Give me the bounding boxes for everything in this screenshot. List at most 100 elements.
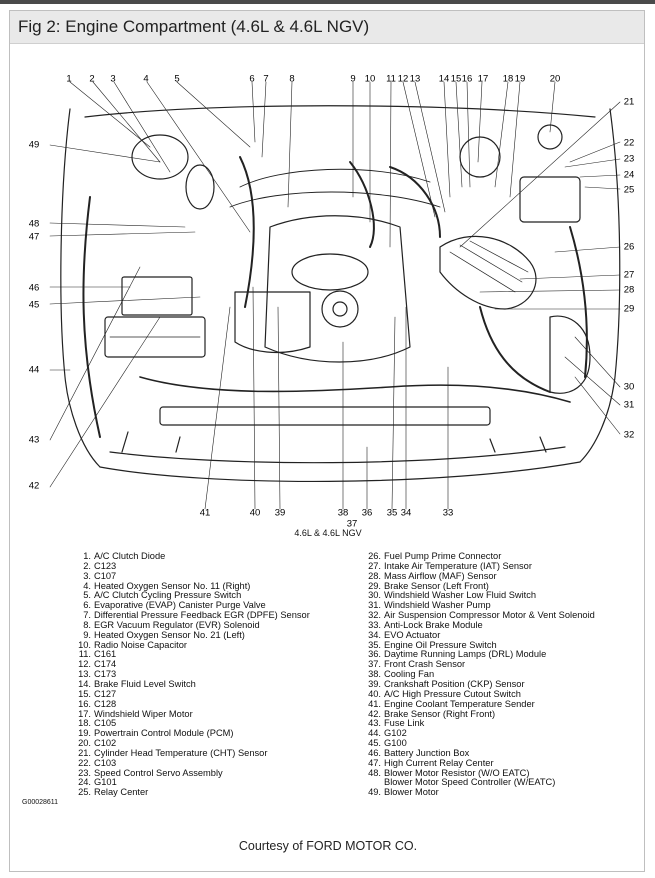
legend-item-number: 41. xyxy=(368,698,381,709)
legend-item: 49.Blower Motor xyxy=(362,787,595,798)
figure-code: G00028611 xyxy=(22,799,59,806)
legend-item: 12.C174 xyxy=(72,659,310,670)
legend-item-number: 47. xyxy=(368,757,381,768)
figure-title: Fig 2: Engine Compartment (4.6L & 4.6L N… xyxy=(18,17,370,36)
callout-22: 22 xyxy=(623,137,635,149)
legend-item-number: 1. xyxy=(83,551,91,561)
legend-item-text: C161 xyxy=(94,649,117,660)
legend-item: 5.A/C Clutch Cycling Pressure Switch xyxy=(72,590,310,601)
callout-41: 41 xyxy=(199,507,211,519)
legend-item-text: Heated Oxygen Sensor No. 11 (Right) xyxy=(94,580,251,591)
legend-item: 8.EGR Vacuum Regulator (EVR) Solenoid xyxy=(72,619,310,631)
legend-item-text: Brake Sensor (Right Front) xyxy=(384,708,496,719)
callout-45: 45 xyxy=(28,299,40,311)
legend-item-number: 30. xyxy=(368,590,381,601)
legend-item-number: 14. xyxy=(78,678,91,689)
legend-item: 42.Brake Sensor (Right Front) xyxy=(362,708,595,720)
callout-18: 18 xyxy=(502,73,514,85)
legend-item: 26.Fuel Pump Prime Connector xyxy=(362,551,595,562)
leader-lines xyxy=(49,81,621,510)
legend-item-text: Air Suspension Compressor Motor & Vent S… xyxy=(384,610,595,621)
legend-item-number: 7. xyxy=(83,610,91,621)
legend-item-text: C107 xyxy=(94,570,117,581)
legend-item-number: 37. xyxy=(368,659,381,670)
legend-item: 14.Brake Fluid Level Switch xyxy=(72,678,310,690)
callout-39: 39 xyxy=(274,507,286,519)
legend-item-number: 5. xyxy=(83,590,91,601)
legend-item-text: Relay Center xyxy=(94,787,149,798)
legend-item-text: Radio Noise Capacitor xyxy=(94,639,188,650)
legend-item-text: Mass Airflow (MAF) Sensor xyxy=(384,570,497,581)
legend-item: 25.Relay Center xyxy=(72,787,310,798)
callout-28: 28 xyxy=(623,284,635,296)
legend-item-number: 46. xyxy=(368,747,381,758)
legend-item-number: 31. xyxy=(368,600,381,611)
callout-15: 15 xyxy=(450,73,462,85)
legend-item-text: C102 xyxy=(94,738,117,749)
legend-item-number: 29. xyxy=(368,580,381,591)
battery-junction-box xyxy=(121,276,193,316)
legend-item: 19.Powertrain Control Module (PCM) xyxy=(72,728,310,739)
engine-drawing xyxy=(49,81,621,510)
legend-item: 48.Blower Motor Resistor (W/O EATC) xyxy=(362,767,595,779)
legend-item-text: Blower Motor xyxy=(384,787,439,798)
callout-23: 23 xyxy=(623,153,635,165)
legend-item-number: 11. xyxy=(78,649,91,660)
legend-item-number: 17. xyxy=(78,708,91,719)
callout-9: 9 xyxy=(350,73,356,85)
legend-item-number: 48. xyxy=(368,767,381,778)
legend-item: 32.Air Suspension Compressor Motor & Ven… xyxy=(362,610,595,621)
callout-37: 37 xyxy=(346,518,358,530)
legend-item-text: Crankshaft Position (CKP) Sensor xyxy=(384,678,525,689)
callout-30: 30 xyxy=(623,381,635,393)
callout-6: 6 xyxy=(249,73,255,85)
callout-38: 38 xyxy=(337,507,349,519)
legend-item-number: 3. xyxy=(83,570,91,581)
legend-item-text: C123 xyxy=(94,560,117,571)
figure-header: Fig 2: Engine Compartment (4.6L & 4.6L N… xyxy=(10,11,644,44)
engine-block xyxy=(264,215,411,363)
legend-item-number: 39. xyxy=(368,678,381,689)
legend-item: 31.Windshield Washer Pump xyxy=(362,600,595,611)
callout-20: 20 xyxy=(549,73,561,85)
callout-8: 8 xyxy=(289,73,295,85)
alternator-pulley xyxy=(291,253,369,291)
legend-item-number: 13. xyxy=(78,669,91,680)
legend-item: 33.Anti-Lock Brake Module xyxy=(362,620,595,631)
callout-11: 11 xyxy=(386,73,396,85)
legend-item: 3.C107 xyxy=(72,570,310,582)
legend-item: 39.Crankshaft Position (CKP) Sensor xyxy=(362,678,595,690)
legend-item: 41.Engine Coolant Temperature Sender xyxy=(362,698,595,710)
legend-item-text: Speed Control Servo Assembly xyxy=(94,767,223,778)
legend-item-text: Windshield Washer Low Fluid Switch xyxy=(384,590,537,601)
legend-item: 28.Mass Airflow (MAF) Sensor xyxy=(362,570,595,582)
diagram-caption: 4.6L & 4.6L NGV xyxy=(294,528,362,538)
callout-12: 12 xyxy=(397,73,409,85)
legend-item-number: 8. xyxy=(83,619,91,630)
legend-item-number: 9. xyxy=(83,629,91,640)
callout-3: 3 xyxy=(110,73,116,85)
legend-item-number: 2. xyxy=(83,560,91,571)
legend-item: 30.Windshield Washer Low Fluid Switch xyxy=(362,590,595,601)
legend-item-number: 4. xyxy=(83,580,91,591)
legend-item-text: Evaporative (EVAP) Canister Purge Valve xyxy=(94,600,266,611)
legend-item: 20.C102 xyxy=(72,738,310,749)
callout-44: 44 xyxy=(28,364,40,376)
callout-27: 27 xyxy=(623,269,635,281)
legend-item-text: G101 xyxy=(94,777,117,788)
legend-item-text: Differential Pressure Feedback EGR (DPFE… xyxy=(94,610,310,621)
coolant-reservoir xyxy=(234,291,311,353)
legend-item-number: 26. xyxy=(368,551,381,561)
callout-1: 1 xyxy=(66,73,72,85)
legend-item-text: Fuel Pump Prime Connector xyxy=(384,551,502,561)
callout-40: 40 xyxy=(249,507,261,519)
legend-item: 17.Windshield Wiper Motor xyxy=(72,708,310,720)
cowl-outline xyxy=(84,105,596,118)
legend-item-text: A/C Clutch Diode xyxy=(94,551,166,561)
legend-item-text: Intake Air Temperature (IAT) Sensor xyxy=(384,560,532,571)
legend-item-text: Windshield Wiper Motor xyxy=(94,708,193,719)
crankshaft-pulley xyxy=(321,290,359,328)
legend-item-number: 6. xyxy=(83,600,91,611)
legend-item-text: Heated Oxygen Sensor No. 21 (Left) xyxy=(94,629,245,640)
washer-reservoir xyxy=(549,315,591,394)
